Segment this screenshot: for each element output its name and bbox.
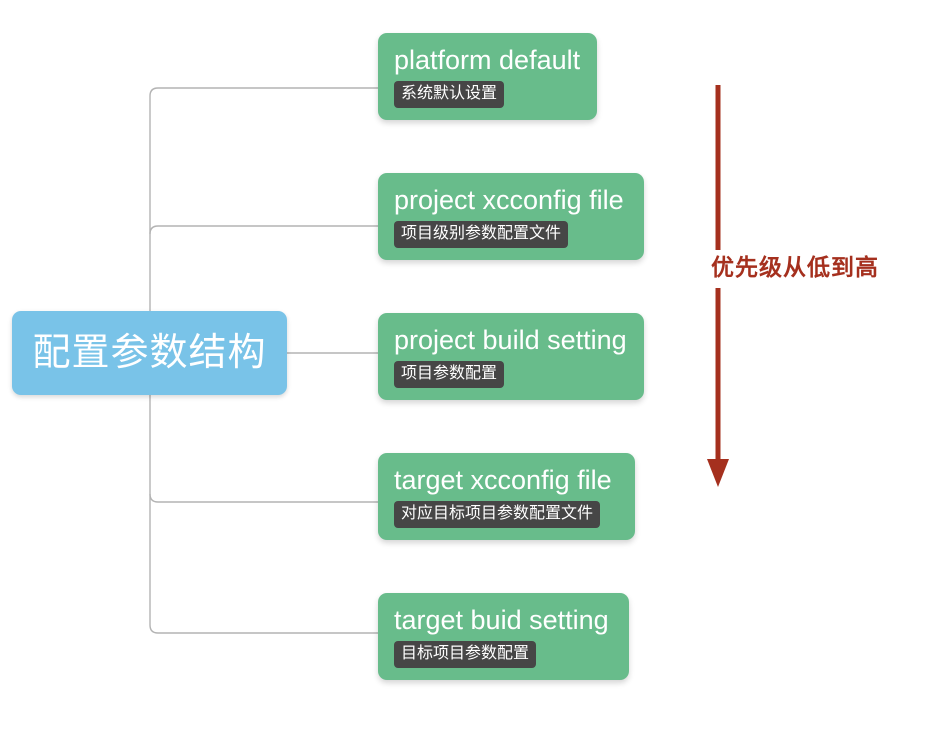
branch-title: target buid setting xyxy=(394,605,609,635)
branch-tag: 项目参数配置 xyxy=(394,361,505,388)
branch-title: target xcconfig file xyxy=(394,465,612,495)
branch-node-project-xcconfig-file[interactable]: project xcconfig file 项目级别参数配置文件 xyxy=(378,173,644,260)
branch-tag: 对应目标项目参数配置文件 xyxy=(394,501,601,528)
root-node[interactable]: 配置参数结构 xyxy=(12,311,287,395)
branch-node-project-build-setting[interactable]: project build setting 项目参数配置 xyxy=(378,313,644,400)
branch-node-target-buid-setting[interactable]: target buid setting 目标项目参数配置 xyxy=(378,593,629,680)
branch-node-platform-default[interactable]: platform default 系统默认设置 xyxy=(378,33,597,120)
branch-tag: 项目级别参数配置文件 xyxy=(394,221,569,248)
branch-title: platform default xyxy=(394,45,581,75)
branch-title: project build setting xyxy=(394,325,627,355)
branch-title: project xcconfig file xyxy=(394,185,624,215)
branch-tag: 系统默认设置 xyxy=(394,81,505,108)
root-node-label: 配置参数结构 xyxy=(32,332,267,374)
priority-annotation-label: 优先级从低到高 xyxy=(711,251,879,283)
branch-tag: 目标项目参数配置 xyxy=(394,641,537,668)
branch-node-target-xcconfig-file[interactable]: target xcconfig file 对应目标项目参数配置文件 xyxy=(378,453,635,540)
